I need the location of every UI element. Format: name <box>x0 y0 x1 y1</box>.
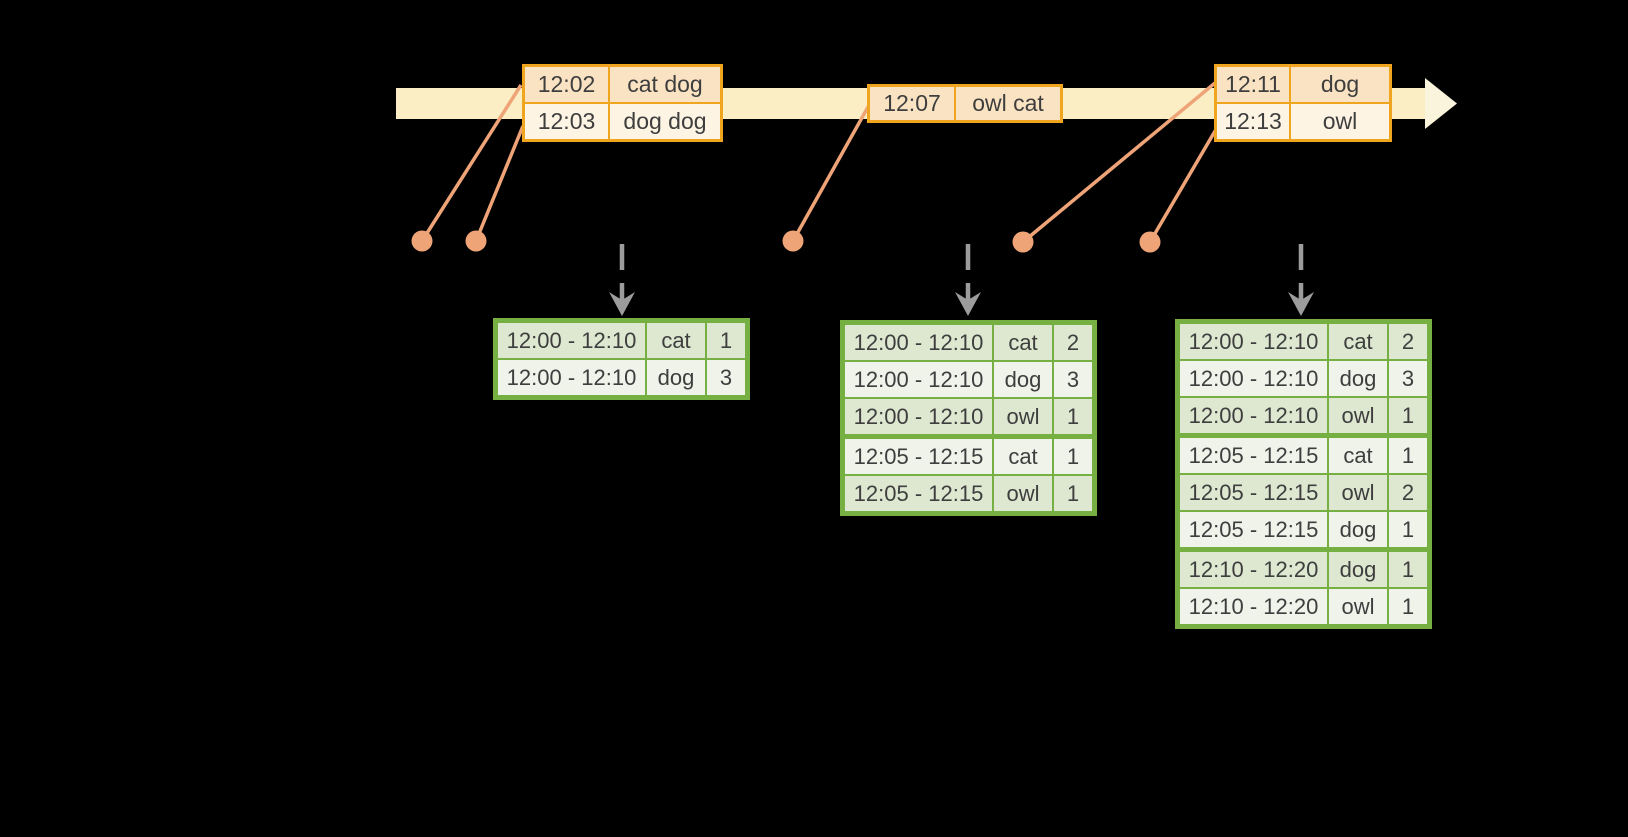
result-word: dog <box>1329 361 1387 396</box>
result-row: 12:05 - 12:15 cat 1 <box>845 439 1092 474</box>
result-row: 12:05 - 12:15 cat 1 <box>1180 438 1427 473</box>
result-row: 12:00 - 12:10 cat 2 <box>845 325 1092 360</box>
result-table-3: 12:00 - 12:10 cat 2 12:00 - 12:10 dog 3 … <box>1175 319 1432 629</box>
result-window: 12:00 - 12:10 <box>1180 361 1327 396</box>
event-marker-line-1207 <box>791 106 870 242</box>
result-word: owl <box>1329 398 1387 433</box>
result-window: 12:05 - 12:15 <box>845 476 992 511</box>
result-count: 3 <box>707 360 745 395</box>
event-time: 12:03 <box>525 104 608 139</box>
result-row: 12:10 - 12:20 dog 1 <box>1180 552 1427 587</box>
result-window: 12:05 - 12:15 <box>845 439 992 474</box>
result-count: 1 <box>1389 438 1427 473</box>
event-dot-1213 <box>1139 231 1161 253</box>
result-count: 2 <box>1389 475 1427 510</box>
result-count: 1 <box>1389 589 1427 624</box>
result-window: 12:10 - 12:20 <box>1180 589 1327 624</box>
event-time: 12:11 <box>1217 67 1289 102</box>
result-table-1: 12:00 - 12:10 cat 1 12:00 - 12:10 dog 3 <box>493 318 750 400</box>
result-row: 12:00 - 12:10 cat 1 <box>498 323 745 358</box>
result-word: cat <box>994 439 1052 474</box>
result-count: 1 <box>707 323 745 358</box>
result-word: cat <box>994 325 1052 360</box>
result-row: 12:00 - 12:10 cat 2 <box>1180 324 1427 359</box>
result-window: 12:10 - 12:20 <box>1180 552 1327 587</box>
event-row: 12:11 dog <box>1217 67 1389 102</box>
result-count: 1 <box>1054 399 1092 434</box>
event-dot-1202 <box>411 230 433 252</box>
result-count: 1 <box>1389 512 1427 547</box>
result-word: owl <box>994 399 1052 434</box>
result-row: 12:05 - 12:15 owl 2 <box>1180 475 1427 510</box>
result-word: owl <box>994 476 1052 511</box>
result-word: dog <box>1329 552 1387 587</box>
trigger-arrowhead-icon-2 <box>955 292 981 316</box>
result-table-2: 12:00 - 12:10 cat 2 12:00 - 12:10 dog 3 … <box>840 320 1097 516</box>
event-row: 12:07 owl cat <box>870 87 1060 120</box>
trigger-arrowhead-icon-1 <box>609 292 635 316</box>
result-window: 12:00 - 12:10 <box>845 325 992 360</box>
result-word: cat <box>647 323 705 358</box>
event-dot-1211 <box>1012 231 1034 253</box>
result-window: 12:05 - 12:15 <box>1180 512 1327 547</box>
result-row: 12:10 - 12:20 owl 1 <box>1180 589 1427 624</box>
result-window: 12:00 - 12:10 <box>498 323 645 358</box>
event-words: dog <box>1291 67 1389 102</box>
result-row: 12:00 - 12:10 dog 3 <box>1180 361 1427 396</box>
result-word: owl <box>1329 475 1387 510</box>
event-table-3: 12:11 dog 12:13 owl <box>1214 64 1392 142</box>
result-word: cat <box>1329 438 1387 473</box>
event-marker-line-1202 <box>420 84 523 242</box>
event-time: 12:07 <box>870 87 954 120</box>
event-time: 12:13 <box>1217 104 1289 139</box>
result-row: 12:00 - 12:10 dog 3 <box>845 362 1092 397</box>
result-count: 1 <box>1389 398 1427 433</box>
result-count: 3 <box>1389 361 1427 396</box>
event-dot-1203 <box>465 230 487 252</box>
event-row: 12:13 owl <box>1217 104 1389 139</box>
event-table-2: 12:07 owl cat <box>867 84 1063 123</box>
result-word: cat <box>1329 324 1387 359</box>
result-window: 12:00 - 12:10 <box>498 360 645 395</box>
result-count: 1 <box>1389 552 1427 587</box>
result-window: 12:00 - 12:10 <box>1180 398 1327 433</box>
result-row: 12:05 - 12:15 owl 1 <box>845 476 1092 511</box>
event-words: owl <box>1291 104 1389 139</box>
event-words: owl cat <box>956 87 1060 120</box>
event-row: 12:03 dog dog <box>525 104 720 139</box>
event-marker-line-1213 <box>1148 125 1220 243</box>
result-count: 3 <box>1054 362 1092 397</box>
result-count: 1 <box>1054 476 1092 511</box>
result-window: 12:00 - 12:10 <box>845 362 992 397</box>
result-window: 12:05 - 12:15 <box>1180 438 1327 473</box>
result-count: 2 <box>1389 324 1427 359</box>
result-window: 12:00 - 12:10 <box>1180 324 1327 359</box>
event-table-1: 12:02 cat dog 12:03 dog dog <box>522 64 723 142</box>
event-words: dog dog <box>610 104 720 139</box>
result-word: dog <box>1329 512 1387 547</box>
event-row: 12:02 cat dog <box>525 67 720 102</box>
result-word: dog <box>647 360 705 395</box>
result-count: 2 <box>1054 325 1092 360</box>
result-word: owl <box>1329 589 1387 624</box>
result-window: 12:05 - 12:15 <box>1180 475 1327 510</box>
event-dot-1207 <box>782 230 804 252</box>
result-row: 12:00 - 12:10 owl 1 <box>1180 398 1427 433</box>
result-row: 12:05 - 12:15 dog 1 <box>1180 512 1427 547</box>
result-window: 12:00 - 12:10 <box>845 399 992 434</box>
timeline-arrowhead-icon <box>1425 78 1457 129</box>
event-words: cat dog <box>610 67 720 102</box>
result-row: 12:00 - 12:10 dog 3 <box>498 360 745 395</box>
trigger-arrowhead-icon-3 <box>1288 292 1314 316</box>
event-time: 12:02 <box>525 67 608 102</box>
event-marker-line-1203 <box>474 125 525 242</box>
result-row: 12:00 - 12:10 owl 1 <box>845 399 1092 434</box>
result-word: dog <box>994 362 1052 397</box>
event-marker-line-1211 <box>1021 81 1217 244</box>
result-count: 1 <box>1054 439 1092 474</box>
